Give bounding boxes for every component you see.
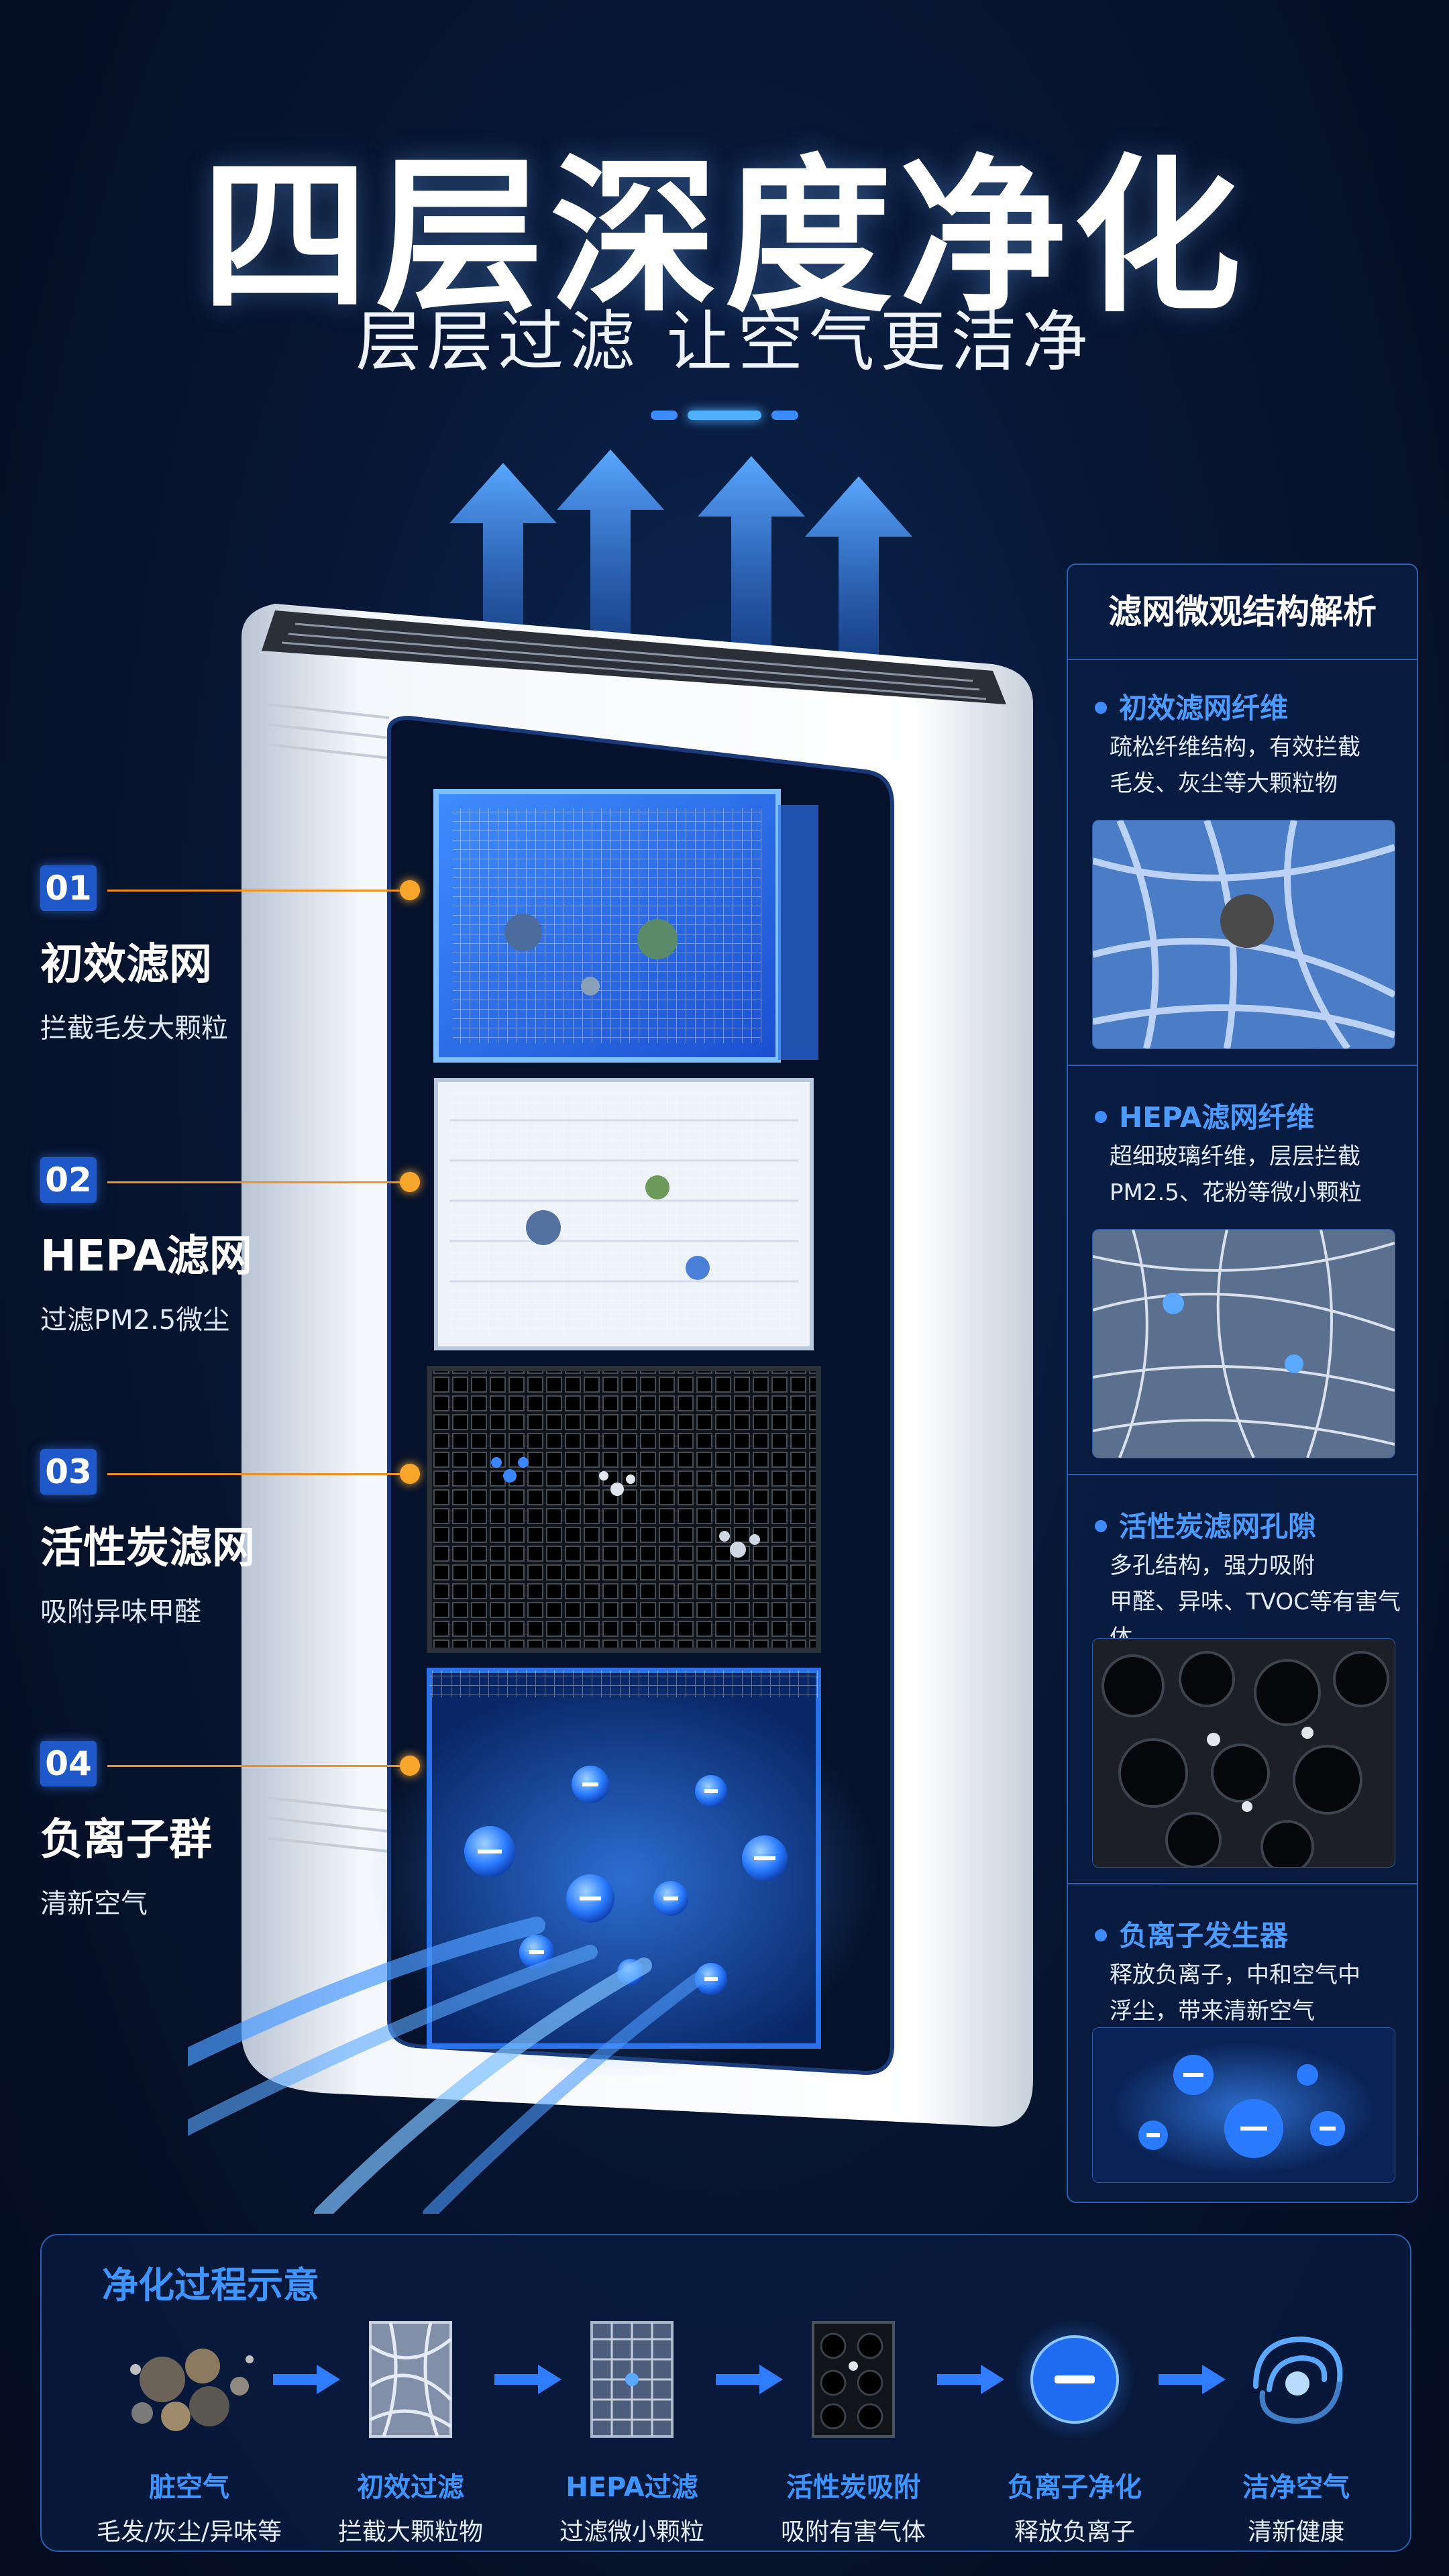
hepa-filter-icon [590,2321,674,2438]
step-name: 负离子净化 [1008,2472,1142,2503]
process-arrow-icon [494,2365,561,2394]
clean-air-icon [1253,2336,1343,2424]
layer-name: HEPA滤网 [40,1232,252,1281]
carbon-filter-icon [812,2321,895,2438]
micro-heading-pre: 初效滤网纤维 [1095,686,1288,727]
dirty-air-icon [130,2349,254,2431]
process-arrow-icon [937,2365,1004,2394]
step-name: 脏空气 [149,2472,229,2503]
fiber-microscope-image [1092,820,1395,1049]
negative-ion-icon [1014,2319,1135,2440]
page-subtitle: 层层过滤 让空气更洁净 [356,304,1093,380]
leader-line-1 [107,890,409,892]
process-arrow-icon [273,2365,340,2394]
layer-desc: 过滤PM2.5微尘 [40,1305,230,1336]
micro-heading-carbon: 活性炭滤网孔隙 [1095,1504,1316,1545]
layer-label-4: 04 负离子群 清新空气 [40,1741,389,1921]
process-step-6: 洁净空气 清新健康 [1195,2306,1397,2547]
ion-generator-image [1092,2027,1395,2183]
leader-line-3 [107,1473,409,1475]
step-name: 洁净空气 [1242,2472,1350,2503]
layer-number-badge: 02 [40,1157,97,1203]
process-step-1: 脏空气 毛发/灰尘/异味等 [89,2306,290,2547]
layer-desc: 清新空气 [40,1888,148,1919]
micro-heading-hepa: HEPA滤网纤维 [1095,1095,1314,1136]
process-step-4: 活性炭吸附 吸附有害气体 [753,2306,954,2547]
process-arrow-icon [716,2365,783,2394]
step-desc: 清新健康 [1247,2518,1344,2546]
title-accent-bar [651,411,798,420]
layer-label-1: 01 初效滤网 拦截毛发大颗粒 [40,865,389,1045]
leader-dot-3 [400,1464,420,1484]
micro-desc-pre: 疏松纤维结构，有效拦截 毛发、灰尘等大颗粒物 [1110,734,1360,797]
step-desc: 释放负离子 [1014,2518,1135,2546]
leader-dot-4 [400,1756,420,1776]
airflow-out-arrows [449,449,912,738]
filter-layer-carbon [427,1366,821,1653]
micro-heading-ion: 负离子发生器 [1095,1913,1288,1954]
process-step-5: 负离子净化 释放负离子 [974,2306,1175,2547]
carbon-microscope-image [1092,1638,1395,1868]
step-name: HEPA过滤 [566,2472,698,2503]
leader-dot-2 [400,1172,420,1192]
filter-layer-ion [369,1668,879,2080]
process-panel: 净化过程示意 脏空气 毛发/灰尘/异味等 初效过滤 拦截大颗粒物 [40,2234,1411,2552]
filter-layer-pre [433,789,818,1063]
micro-panel-title: 滤网微观结构解析 [1068,565,1417,660]
process-arrow-icon [1159,2365,1226,2394]
airflow-in-arrows [188,1917,704,2214]
micro-desc-hepa: 超细玻璃纤维，层层拦截 PM2.5、花粉等微小颗粒 [1110,1143,1362,1206]
layer-number-badge: 01 [40,865,97,911]
filter-layer-hepa [434,1078,814,1350]
hepa-microscope-image [1092,1229,1395,1458]
page-title: 四层深度净化 [201,140,1248,335]
leader-line-2 [107,1181,409,1183]
step-desc: 过滤微小颗粒 [559,2518,704,2546]
micro-desc-ion: 释放负离子，中和空气中 浮尘，带来清新空气 [1110,1962,1360,2025]
leader-dot-1 [400,880,420,900]
step-desc: 吸附有害气体 [780,2518,926,2546]
layer-number-badge: 04 [40,1741,97,1786]
micro-desc-carbon: 多孔结构，强力吸附 甲醛、异味、TVOC等有害气体 [1110,1552,1401,1652]
step-desc: 拦截大颗粒物 [337,2518,483,2546]
pre-filter-icon [369,2321,452,2438]
layer-label-3: 03 活性炭滤网 吸附异味甲醛 [40,1449,389,1629]
leader-line-4 [107,1765,409,1767]
step-name: 活性炭吸附 [786,2472,920,2503]
micro-structure-panel: 滤网微观结构解析 初效滤网纤维 疏松纤维结构，有效拦截 毛发、灰尘等大颗粒物 H… [1067,564,1418,2203]
layer-number-badge: 03 [40,1449,97,1495]
layer-desc: 吸附异味甲醛 [40,1597,201,1627]
process-step-3: HEPA过滤 过滤微小颗粒 [531,2306,733,2547]
layer-desc: 拦截毛发大颗粒 [40,1013,228,1044]
purifier-illustration [188,449,1033,2214]
layer-name: 负离子群 [40,1815,212,1865]
process-title: 净化过程示意 [102,2264,319,2306]
layer-name: 初效滤网 [40,940,212,989]
step-desc: 毛发/灰尘/异味等 [96,2518,282,2546]
step-name: 初效过滤 [357,2472,464,2503]
process-step-2: 初效过滤 拦截大颗粒物 [310,2306,511,2547]
layer-label-2: 02 HEPA滤网 过滤PM2.5微尘 [40,1157,389,1337]
layer-name: 活性炭滤网 [40,1523,255,1573]
